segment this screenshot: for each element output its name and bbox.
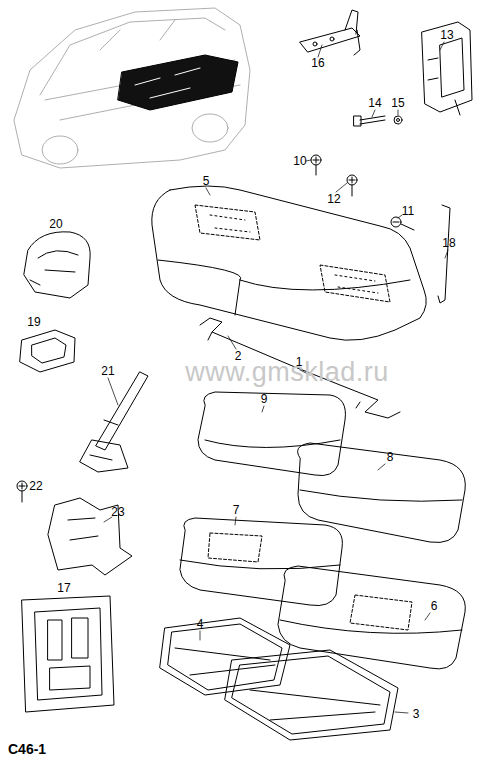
callout-number: 17 (57, 582, 70, 594)
callout-number: 10 (293, 155, 306, 167)
callout-number: 18 (442, 237, 455, 249)
figure-code: C46-1 (8, 742, 46, 756)
callout-number: 6 (431, 600, 438, 612)
callout-number: 5 (203, 175, 210, 187)
callout-number: 11 (402, 205, 414, 217)
callout-number: 4 (197, 618, 204, 630)
callout-number: 19 (27, 316, 40, 328)
callout-number: 22 (29, 480, 42, 492)
callout-number: 14 (368, 97, 381, 109)
watermark: www.gmsklad.ru (185, 359, 389, 386)
callout-number: 8 (387, 451, 394, 463)
callout-number: 23 (111, 506, 124, 518)
callout-number: 20 (49, 218, 62, 230)
callout-number: 7 (233, 504, 240, 516)
callout-number: 9 (261, 393, 268, 405)
callout-number: 13 (440, 29, 453, 41)
callout-number: 16 (311, 57, 324, 69)
callout-number: 15 (391, 97, 404, 109)
callout-number: 3 (413, 708, 420, 720)
callout-number: 21 (101, 365, 114, 377)
callout-number: 12 (327, 193, 340, 205)
